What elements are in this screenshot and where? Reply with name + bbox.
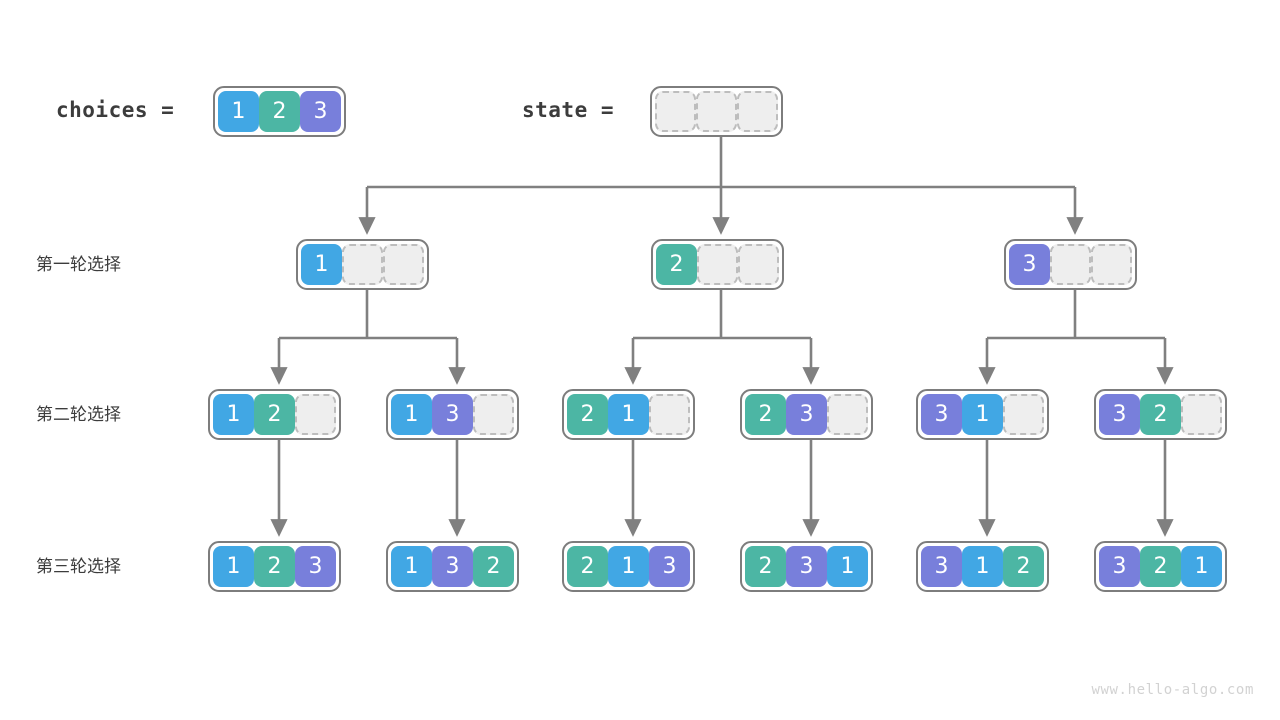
r2n4-cell-0: 2 (745, 394, 786, 435)
r2n5-cell-0: 3 (921, 394, 962, 435)
r3n2-cell-0: 1 (391, 546, 432, 587)
r2n3-empty-cell-2 (649, 394, 690, 435)
r2n6-empty-cell-2 (1181, 394, 1222, 435)
r2n1-empty-cell-2 (295, 394, 336, 435)
r3n5-cell-2: 2 (1003, 546, 1044, 587)
choices-cell-0: 1 (218, 91, 259, 132)
r1n2-empty-cell-2 (738, 244, 779, 285)
r3n5-cell-1: 1 (962, 546, 1003, 587)
r1n1-empty-cell-2 (383, 244, 424, 285)
r2n3-cell-0: 2 (567, 394, 608, 435)
choices-cell-2: 3 (300, 91, 341, 132)
r1n1-cell-0: 1 (301, 244, 342, 285)
tree-node-r1n2: 2 (651, 239, 784, 290)
tree-node-r1n3: 3 (1004, 239, 1137, 290)
state-empty-cell-1 (696, 91, 737, 132)
row-label-round-2: 第二轮选择 (36, 405, 121, 425)
r2n6-cell-1: 2 (1140, 394, 1181, 435)
r1n3-cell-0: 3 (1009, 244, 1050, 285)
r2n1-cell-0: 1 (213, 394, 254, 435)
watermark: www.hello-algo.com (1091, 682, 1254, 698)
row-label-round-3: 第三轮选择 (36, 557, 121, 577)
row-label-round-1: 第一轮选择 (36, 255, 121, 275)
state-array (650, 86, 783, 137)
state-label: state = (522, 98, 615, 122)
r3n6-cell-2: 1 (1181, 546, 1222, 587)
r2n2-cell-1: 3 (432, 394, 473, 435)
r1n2-empty-cell-1 (697, 244, 738, 285)
r3n3-cell-1: 1 (608, 546, 649, 587)
tree-node-r1n1: 1 (296, 239, 429, 290)
r1n2-cell-0: 2 (656, 244, 697, 285)
r2n2-cell-0: 1 (391, 394, 432, 435)
r3n3-cell-0: 2 (567, 546, 608, 587)
choices-label: choices = (56, 98, 175, 122)
state-empty-cell-2 (737, 91, 778, 132)
r1n3-empty-cell-1 (1050, 244, 1091, 285)
r2n5-cell-1: 1 (962, 394, 1003, 435)
r3n2-cell-1: 3 (432, 546, 473, 587)
r3n1-cell-0: 1 (213, 546, 254, 587)
r3n5-cell-0: 3 (921, 546, 962, 587)
r2n3-cell-1: 1 (608, 394, 649, 435)
r2n2-empty-cell-2 (473, 394, 514, 435)
r2n4-empty-cell-2 (827, 394, 868, 435)
r1n1-empty-cell-1 (342, 244, 383, 285)
r2n4-cell-1: 3 (786, 394, 827, 435)
r3n2-cell-2: 2 (473, 546, 514, 587)
state-empty-cell-0 (655, 91, 696, 132)
r2n6-cell-0: 3 (1099, 394, 1140, 435)
r3n1-cell-2: 3 (295, 546, 336, 587)
r1n3-empty-cell-2 (1091, 244, 1132, 285)
r3n4-cell-1: 3 (786, 546, 827, 587)
r2n5-empty-cell-2 (1003, 394, 1044, 435)
r3n6-cell-0: 3 (1099, 546, 1140, 587)
r3n4-cell-0: 2 (745, 546, 786, 587)
r3n1-cell-1: 2 (254, 546, 295, 587)
r3n3-cell-2: 3 (649, 546, 690, 587)
choices-cell-1: 2 (259, 91, 300, 132)
r3n6-cell-1: 2 (1140, 546, 1181, 587)
r3n4-cell-2: 1 (827, 546, 868, 587)
r2n1-cell-1: 2 (254, 394, 295, 435)
